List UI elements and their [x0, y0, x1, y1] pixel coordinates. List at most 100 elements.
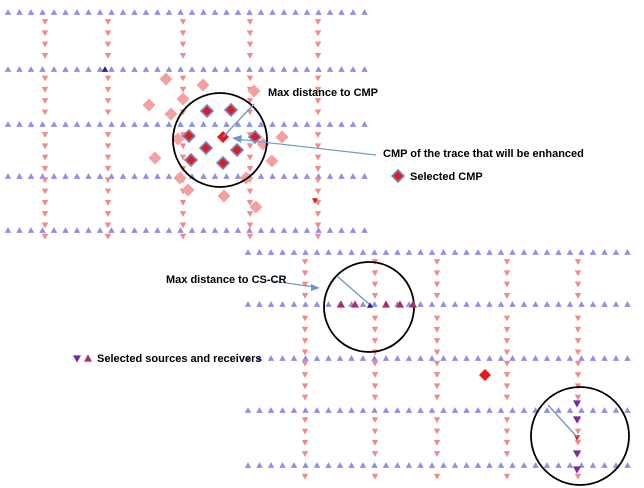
grid-a-source-marker — [104, 52, 112, 59]
grid-b-receiver-marker — [290, 462, 298, 468]
grid-a-receiver-marker — [349, 121, 357, 127]
grid-b-receiver-marker — [394, 462, 401, 468]
grid-a-source-marker — [41, 86, 49, 93]
grid-b-receiver-marker — [428, 462, 436, 468]
lone-cmp-diamond — [479, 369, 491, 381]
grid-b-source-marker — [433, 451, 441, 458]
grid-b-receiver-marker — [612, 407, 620, 413]
grid-b-receiver-marker — [474, 355, 482, 361]
grid-b-receiver-marker — [267, 355, 275, 361]
grid-b-receiver-marker — [325, 355, 332, 361]
grid-a-receiver-marker — [96, 121, 104, 127]
grid-b-source-marker — [301, 259, 309, 265]
grid-b-receiver-marker — [589, 301, 597, 307]
grid-a-source-marker — [41, 75, 49, 82]
grid-b-receiver-marker — [543, 462, 551, 468]
grid-b-receiver-marker — [440, 301, 447, 307]
grid-b-receiver-marker — [589, 249, 597, 255]
grid-a-receiver-marker — [50, 173, 58, 179]
grid-a-receiver-marker — [326, 9, 334, 15]
grid-a-receiver-marker — [211, 227, 219, 233]
grid-b-receiver-marker — [566, 355, 574, 361]
grid-a-receiver-marker — [131, 227, 138, 233]
grid-b-receiver-marker — [440, 462, 447, 468]
grid-a-receiver-marker — [349, 66, 357, 72]
grid-a-source-marker — [246, 154, 254, 161]
grid-a-source-marker — [104, 222, 112, 229]
grid-a-receiver-marker — [292, 66, 299, 72]
grid-b-source-marker — [574, 259, 582, 265]
grid-b-source-marker — [503, 428, 511, 435]
grid-b-source-marker — [433, 372, 441, 378]
grid-b-receiver-marker — [520, 407, 528, 413]
grid-a-receiver-marker — [177, 121, 184, 127]
grid-a-receiver-marker — [154, 227, 161, 233]
grid-a-receiver-marker — [292, 227, 299, 233]
selected-source-marker — [573, 450, 581, 458]
label-selected-sources-receivers: Selected sources and receivers — [97, 353, 261, 365]
grid-a-source-marker — [104, 41, 112, 48]
grid-b-source-marker — [503, 338, 511, 345]
grid-a-receiver-marker — [39, 9, 46, 15]
grid-a-source-marker — [41, 143, 49, 150]
grid-a-source-marker — [314, 143, 322, 150]
grid-b-receiver-marker — [428, 355, 436, 361]
grid-b-receiver-marker — [325, 249, 332, 255]
grid-a-receiver-marker — [269, 173, 276, 179]
grid-b-receiver-marker — [371, 407, 378, 413]
grid-a-receiver-marker — [188, 66, 196, 72]
grid-a-receiver-marker — [177, 9, 184, 15]
grid-b-receiver-marker — [509, 355, 516, 361]
leader-lines — [222, 103, 578, 438]
grid-b-receiver-marker — [279, 407, 286, 413]
grid-b-source-marker — [574, 360, 582, 367]
grid-b-receiver-marker — [417, 249, 424, 255]
faint-cmp-diamond — [181, 183, 195, 197]
grid-b-receiver-marker — [440, 249, 447, 255]
selected-cmp-diamond — [198, 140, 214, 156]
grid-a-receiver-marker — [165, 121, 173, 127]
selected-receiver-marker — [396, 300, 404, 308]
grid-b-receiver-marker — [624, 301, 631, 307]
grid-a-receiver-marker — [246, 9, 253, 15]
grid-b-receiver-marker — [474, 249, 482, 255]
grid-a-receiver-marker — [257, 121, 265, 127]
grid-a-receiver-marker — [326, 173, 334, 179]
grid-b-receiver-marker — [474, 407, 482, 413]
grid-b-source-marker — [574, 338, 582, 345]
grid-a-receiver-marker — [200, 9, 207, 15]
grid-b-receiver-marker — [440, 355, 447, 361]
grid-b-source-marker — [433, 259, 441, 265]
grid-b-receiver-marker — [256, 407, 263, 413]
grid-b-receiver-marker — [612, 355, 620, 361]
grid-a-receiver-marker — [16, 66, 23, 72]
selected-receiver-marker — [337, 300, 345, 308]
grid-b-receiver-marker — [497, 301, 505, 307]
grid-b-source-marker — [503, 270, 511, 277]
selected-receiver-marker — [382, 300, 390, 308]
grid-b-receiver-marker — [382, 355, 390, 361]
grid-a-source-marker — [41, 165, 49, 172]
grid-b-receiver-marker — [256, 301, 263, 307]
grid-b-source-marker — [371, 270, 379, 277]
grid-a-source-marker — [314, 154, 322, 161]
grid-b-receiver-marker — [589, 355, 597, 361]
grid-b-receiver-marker — [543, 249, 551, 255]
grid-b-receiver-marker — [497, 462, 505, 468]
grid-b-source-marker — [301, 383, 309, 390]
grid-b-source-marker — [371, 383, 379, 390]
grid-b-receiver-marker — [555, 407, 562, 413]
grid-b-source-marker — [371, 326, 379, 333]
grid-a-receiver-marker — [27, 227, 35, 233]
grid-a-receiver-marker — [73, 227, 81, 233]
grid-a-receiver-marker — [16, 121, 23, 127]
grid-b-receiver-marker — [244, 355, 252, 361]
faint-cmp-diamond — [142, 98, 156, 112]
highlight-receiver-marker — [101, 66, 109, 72]
grid-a-receiver-marker — [246, 121, 253, 127]
grid-a-receiver-marker — [131, 66, 138, 72]
grid-b-receiver-marker — [532, 355, 539, 361]
grid-b-source-marker — [503, 473, 511, 480]
grid-b-source-marker — [433, 281, 441, 288]
grid-a-receiver-marker — [96, 173, 104, 179]
